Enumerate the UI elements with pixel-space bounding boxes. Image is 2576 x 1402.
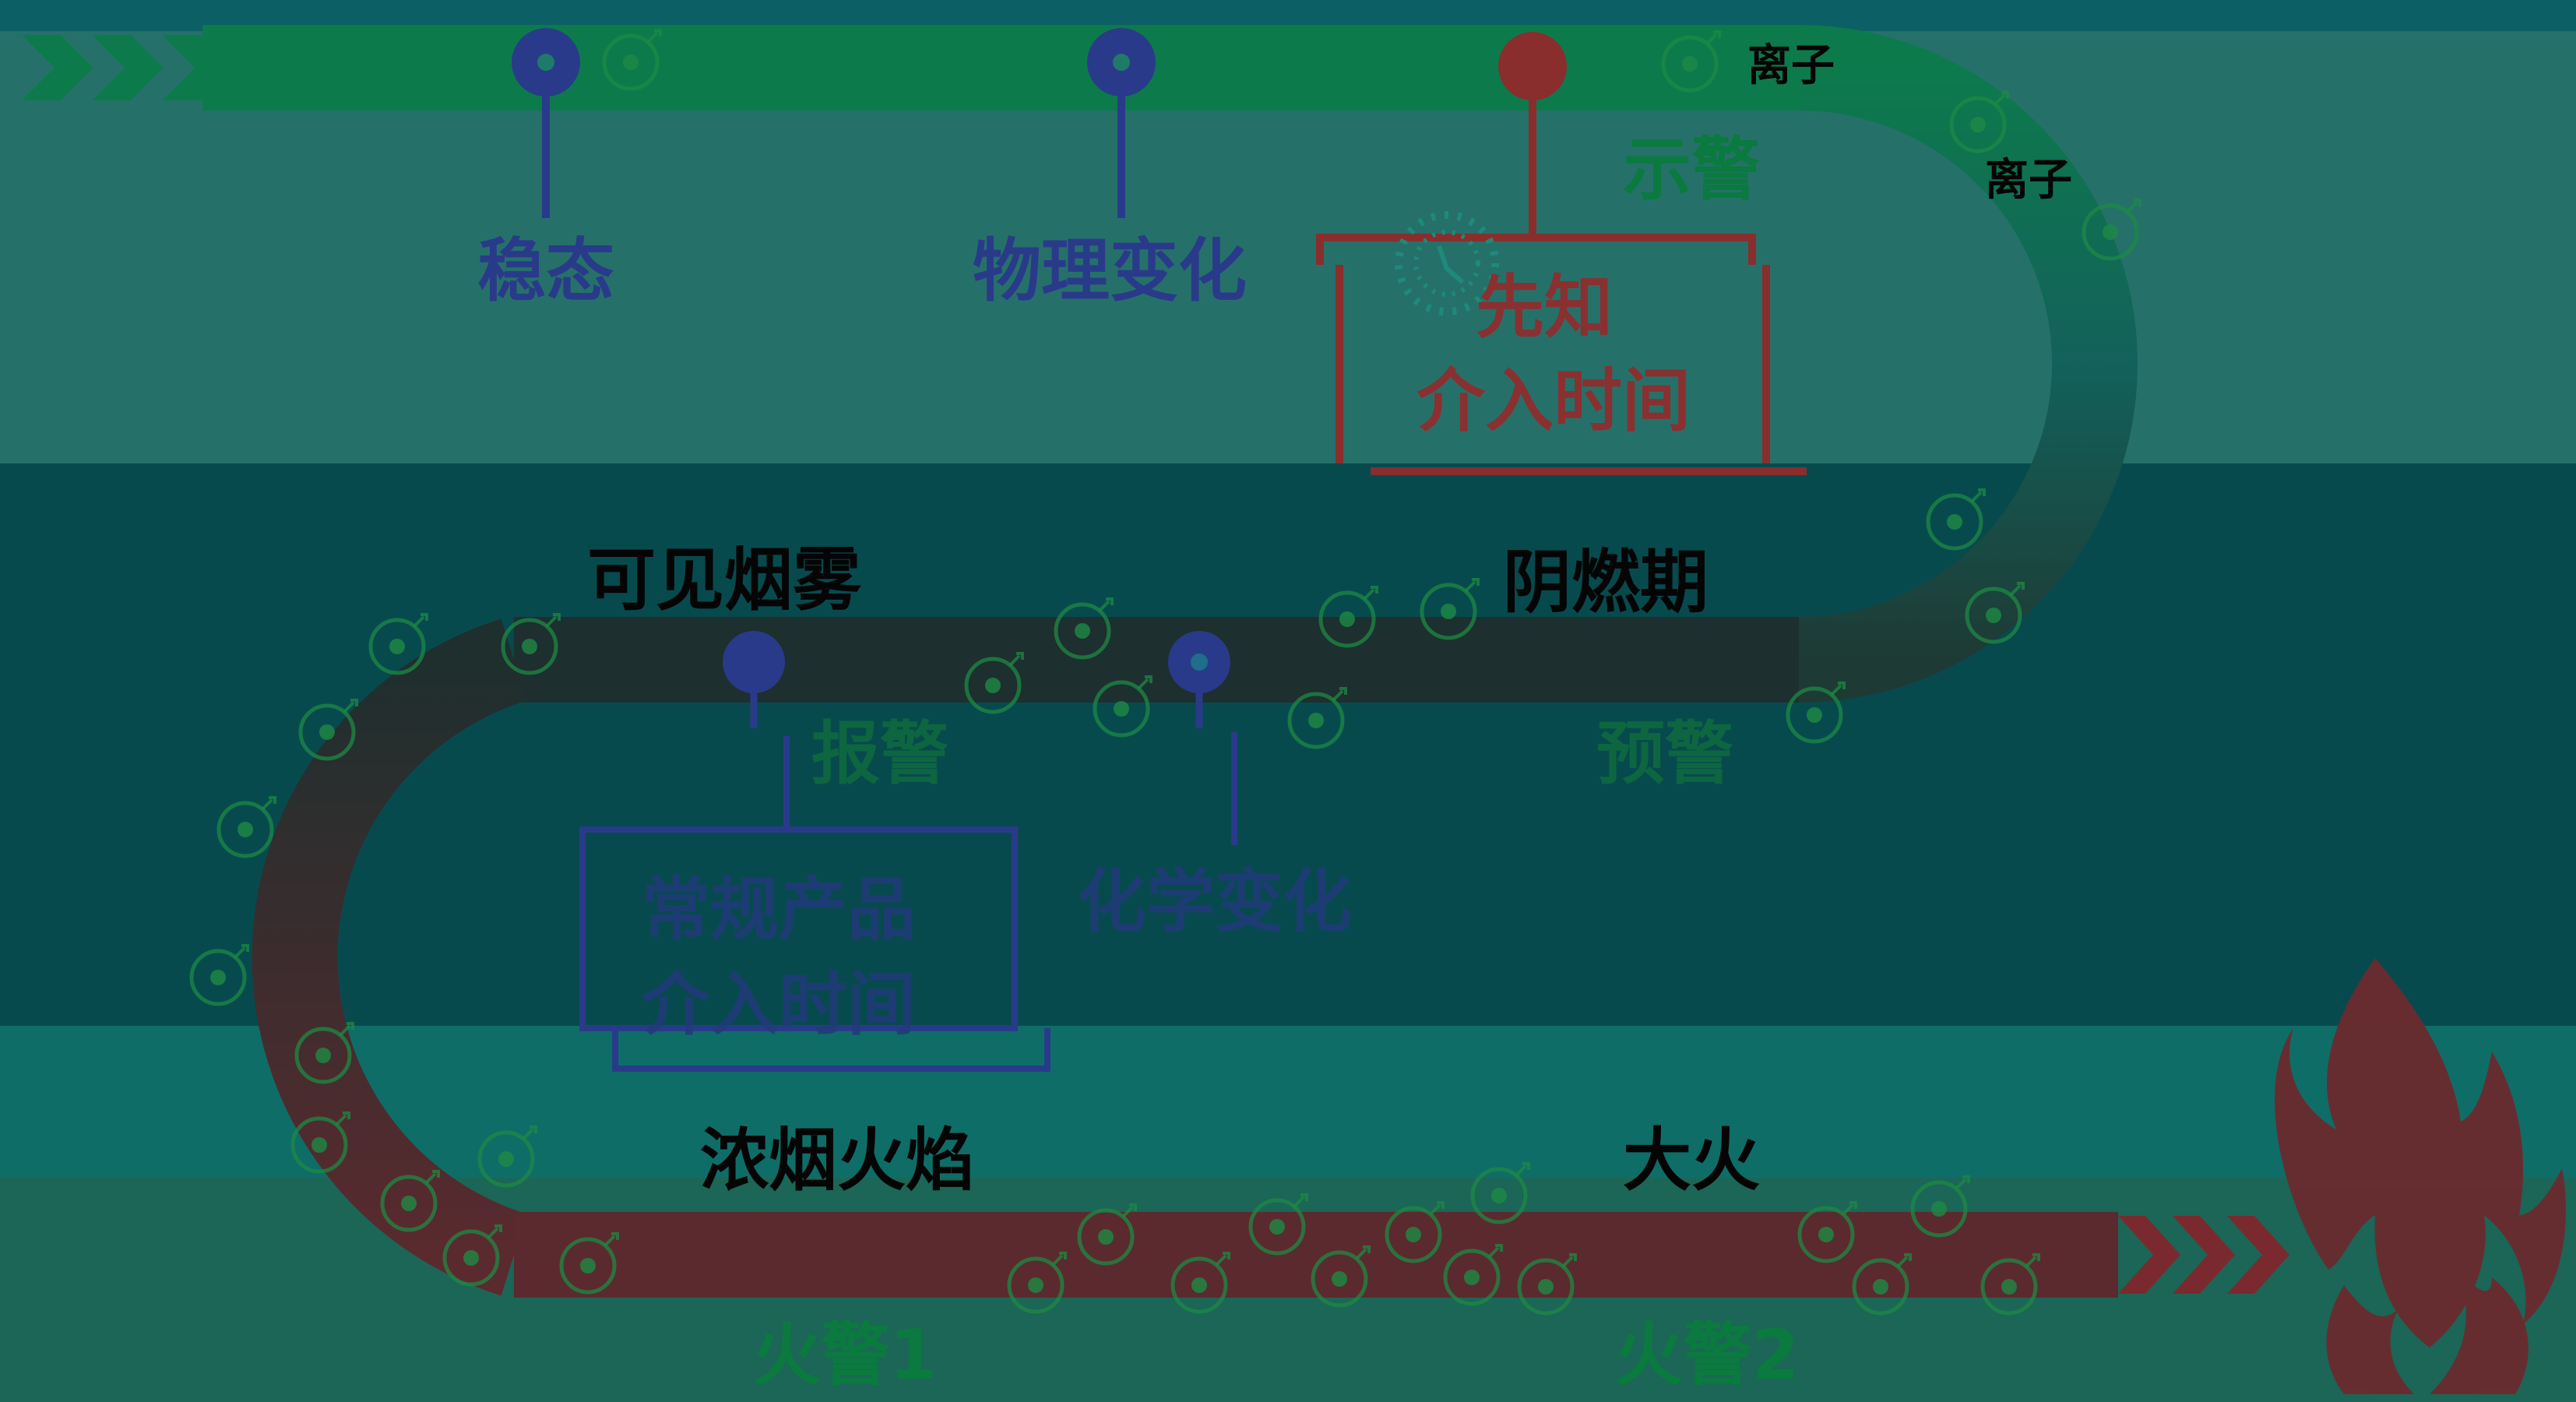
pin-warning-show bbox=[1498, 32, 1567, 238]
ion-particle-icon bbox=[380, 1170, 440, 1232]
ion-particle-icon bbox=[290, 1111, 350, 1174]
ion-particle-icon bbox=[559, 1232, 619, 1295]
ion-particle-icon bbox=[1007, 1252, 1067, 1314]
ion-particle-icon bbox=[1054, 597, 1114, 660]
pin-chemical-change bbox=[1168, 631, 1237, 845]
prior-knowledge-box bbox=[1316, 234, 1807, 475]
ion-particle-icon bbox=[1949, 91, 2009, 153]
ion-particle-icon bbox=[1797, 1201, 1857, 1263]
ion-particle-icon bbox=[1420, 578, 1480, 640]
clock-icon bbox=[1395, 211, 1499, 315]
ion-particle-icon bbox=[1965, 582, 2025, 644]
ion-particle-icon bbox=[298, 699, 358, 761]
ion-particle-icon bbox=[602, 29, 662, 91]
stage-label-smoldering: 阴燃期 bbox=[1502, 542, 1709, 622]
ion-particle-icon bbox=[368, 613, 428, 675]
ion-particle-icon bbox=[294, 1022, 354, 1084]
conventional-line1: 常规产品 bbox=[641, 869, 917, 949]
ion-particle-icon bbox=[442, 1224, 502, 1287]
stage-label-big-fire: 大火 bbox=[1622, 1120, 1761, 1200]
fire-icon bbox=[2274, 958, 2566, 1394]
ion-particle-icon bbox=[1248, 1193, 1308, 1256]
ion-particle-icon bbox=[1926, 488, 1986, 551]
ion-particle-icon bbox=[1852, 1253, 1912, 1316]
pin-steady bbox=[512, 28, 580, 218]
ion-particle-icon bbox=[1385, 1201, 1445, 1263]
ion-particle-icon bbox=[1661, 30, 1721, 93]
conventional-line2: 介入时间 bbox=[641, 964, 917, 1044]
ion-particle-icon bbox=[964, 652, 1024, 714]
ion-particle-icon bbox=[189, 944, 249, 1006]
ion-particle-icon bbox=[477, 1125, 537, 1188]
ion-particle-icon bbox=[1786, 682, 1846, 744]
alert-label-fire-alarm-2: 火警2 bbox=[1614, 1315, 1800, 1395]
prior-knowledge-line2: 介入时间 bbox=[1416, 361, 1691, 441]
ion-particle-icon bbox=[1980, 1253, 2040, 1316]
ion-particle-icon bbox=[501, 613, 561, 675]
ion-particle-icon bbox=[1318, 586, 1378, 648]
ion-particle-icon bbox=[1311, 1245, 1371, 1308]
ion-particle-icon bbox=[1170, 1252, 1230, 1314]
alert-label-warning-show: 示警 bbox=[1622, 129, 1761, 210]
stage-label-chemical-change: 化学变化 bbox=[1077, 861, 1353, 942]
alert-label-early-warning: 预警 bbox=[1596, 713, 1734, 794]
stage-label-physical-change: 物理变化 bbox=[972, 231, 1248, 311]
path-right-arc bbox=[1798, 25, 2138, 703]
ion-particle-icon bbox=[1443, 1244, 1503, 1306]
ion-particles bbox=[189, 29, 2141, 1316]
ion-particle-icon bbox=[1093, 675, 1153, 738]
chevron-arrows-icon bbox=[2118, 1216, 2289, 1294]
ion-particle-icon bbox=[2082, 199, 2141, 261]
pin-visible-smoke bbox=[723, 631, 790, 830]
ion-label-1: 离子 bbox=[1747, 41, 1835, 91]
ion-particle-icon bbox=[1470, 1162, 1530, 1224]
stage-label-dense-smoke-flame: 浓烟火焰 bbox=[699, 1120, 975, 1200]
stage-label-steady: 稳态 bbox=[477, 231, 615, 311]
ion-label-2: 离子 bbox=[1985, 155, 2072, 206]
alert-label-fire-alarm-1: 火警1 bbox=[752, 1315, 938, 1395]
ion-particle-icon bbox=[1517, 1253, 1577, 1316]
stage-label-visible-smoke: 可见烟雾 bbox=[586, 540, 862, 620]
conventional-box bbox=[579, 826, 1050, 1072]
prior-knowledge-line1: 先知 bbox=[1475, 267, 1614, 347]
alert-label-alarm: 报警 bbox=[811, 713, 949, 794]
chevron-arrows-icon bbox=[22, 35, 234, 100]
ion-particle-icon bbox=[1077, 1203, 1137, 1266]
pin-physical-change bbox=[1087, 28, 1156, 218]
ion-particle-icon bbox=[1910, 1175, 1970, 1238]
ion-particle-icon bbox=[216, 796, 276, 858]
band-3 bbox=[0, 1026, 2576, 1178]
ion-particle-icon bbox=[1287, 687, 1347, 749]
